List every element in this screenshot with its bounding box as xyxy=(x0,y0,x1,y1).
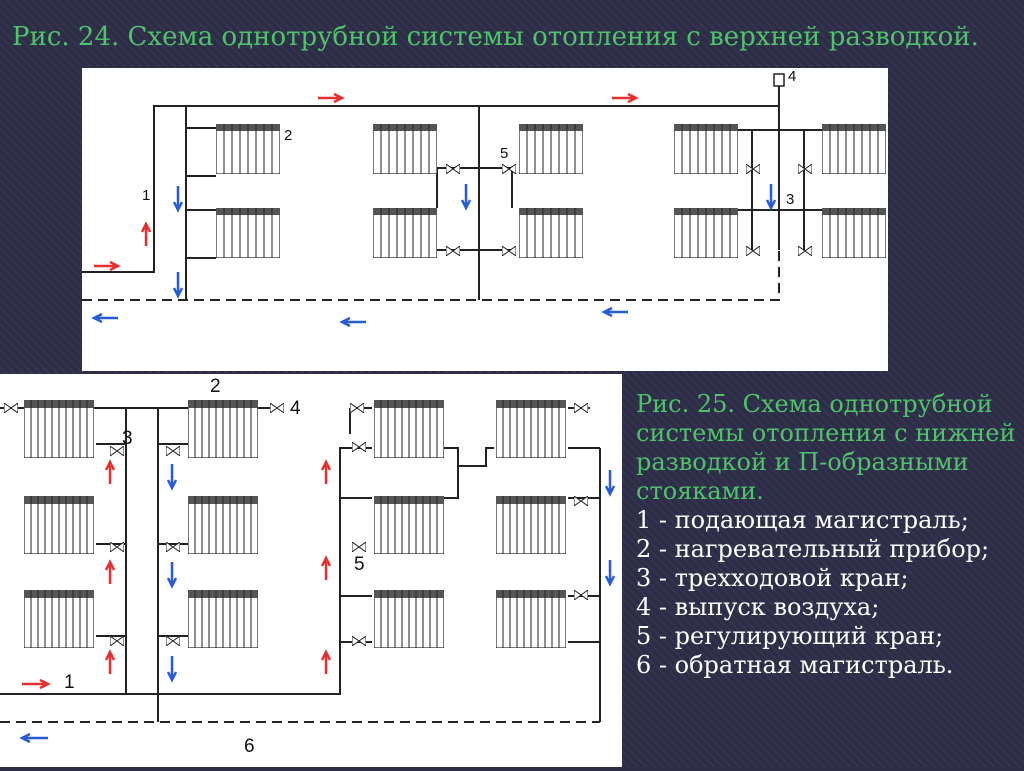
radiator xyxy=(24,400,94,458)
slide-title: Рис. 24. Схема однотрубной системы отопл… xyxy=(12,22,979,52)
label-5: 5 xyxy=(500,145,508,162)
three-way-valve-icon xyxy=(166,636,180,646)
label-4: 4 xyxy=(290,398,301,419)
radiator xyxy=(822,124,886,174)
radiator xyxy=(822,208,886,258)
valve-icon xyxy=(502,246,516,256)
radiator xyxy=(373,124,437,174)
legend-item: 1 - подающая магистраль; xyxy=(636,506,969,534)
label-3: 3 xyxy=(786,191,794,208)
legend-item: 4 - выпуск воздуха; xyxy=(636,593,880,621)
label-2: 2 xyxy=(284,127,292,144)
legend-item: 6 - обратная магистраль. xyxy=(636,651,954,679)
valve-icon xyxy=(446,164,460,174)
radiator xyxy=(674,124,738,174)
valve-icon xyxy=(446,246,460,256)
label-4: 4 xyxy=(788,68,796,85)
air-vent-valve-icon xyxy=(270,403,284,413)
caption-title: Рис. 25. Схема однотрубной системы отопл… xyxy=(636,390,1016,505)
radiator xyxy=(374,590,444,648)
label-1: 1 xyxy=(142,187,150,204)
radiator xyxy=(188,400,258,458)
radiator xyxy=(374,496,444,554)
radiator xyxy=(188,590,258,648)
flow-arrows xyxy=(19,459,616,744)
three-way-valve-icon xyxy=(166,446,180,456)
radiator xyxy=(188,496,258,554)
legend-item: 3 - трехходовой кран; xyxy=(636,564,909,592)
radiator xyxy=(496,496,566,554)
figure-24-panel: 1 2 3 4 5 xyxy=(82,68,888,371)
figure-25-caption: Рис. 25. Схема однотрубной системы отопл… xyxy=(636,390,1016,680)
radiator xyxy=(216,124,280,174)
regulating-valve-icon xyxy=(352,636,366,646)
label-6: 6 xyxy=(244,736,255,757)
figure-25-diagram: 1 2 3 4 5 6 xyxy=(0,376,616,757)
radiator xyxy=(373,208,437,258)
regulating-valve-icon xyxy=(574,590,588,600)
radiator xyxy=(496,590,566,648)
figure-24-diagram: 1 2 3 4 5 xyxy=(82,68,886,328)
valve-icon xyxy=(502,164,516,174)
three-way-valve-icon xyxy=(110,636,124,646)
radiator xyxy=(519,124,583,174)
air-vent-valve-icon xyxy=(350,403,364,413)
figure-25-panel: 1 2 3 4 5 6 xyxy=(0,374,622,767)
radiator xyxy=(216,208,280,258)
radiator xyxy=(496,400,566,458)
label-1: 1 xyxy=(64,672,75,693)
radiator xyxy=(24,496,94,554)
radiator xyxy=(674,208,738,258)
flow-arrows xyxy=(91,92,777,328)
regulating-valve-icon xyxy=(352,442,366,452)
regulating-valve-icon xyxy=(352,542,366,552)
legend-item: 5 - регулирующий кран; xyxy=(636,622,944,650)
label-3: 3 xyxy=(122,428,133,449)
radiator xyxy=(374,400,444,458)
legend-item: 2 - нагревательный прибор; xyxy=(636,535,990,563)
air-vent-valve-icon xyxy=(574,403,588,413)
radiator xyxy=(519,208,583,258)
air-vent-icon xyxy=(773,73,785,87)
air-vent-valve-icon xyxy=(4,403,18,413)
radiator xyxy=(24,590,94,648)
label-5: 5 xyxy=(354,554,365,575)
label-2: 2 xyxy=(210,376,221,397)
